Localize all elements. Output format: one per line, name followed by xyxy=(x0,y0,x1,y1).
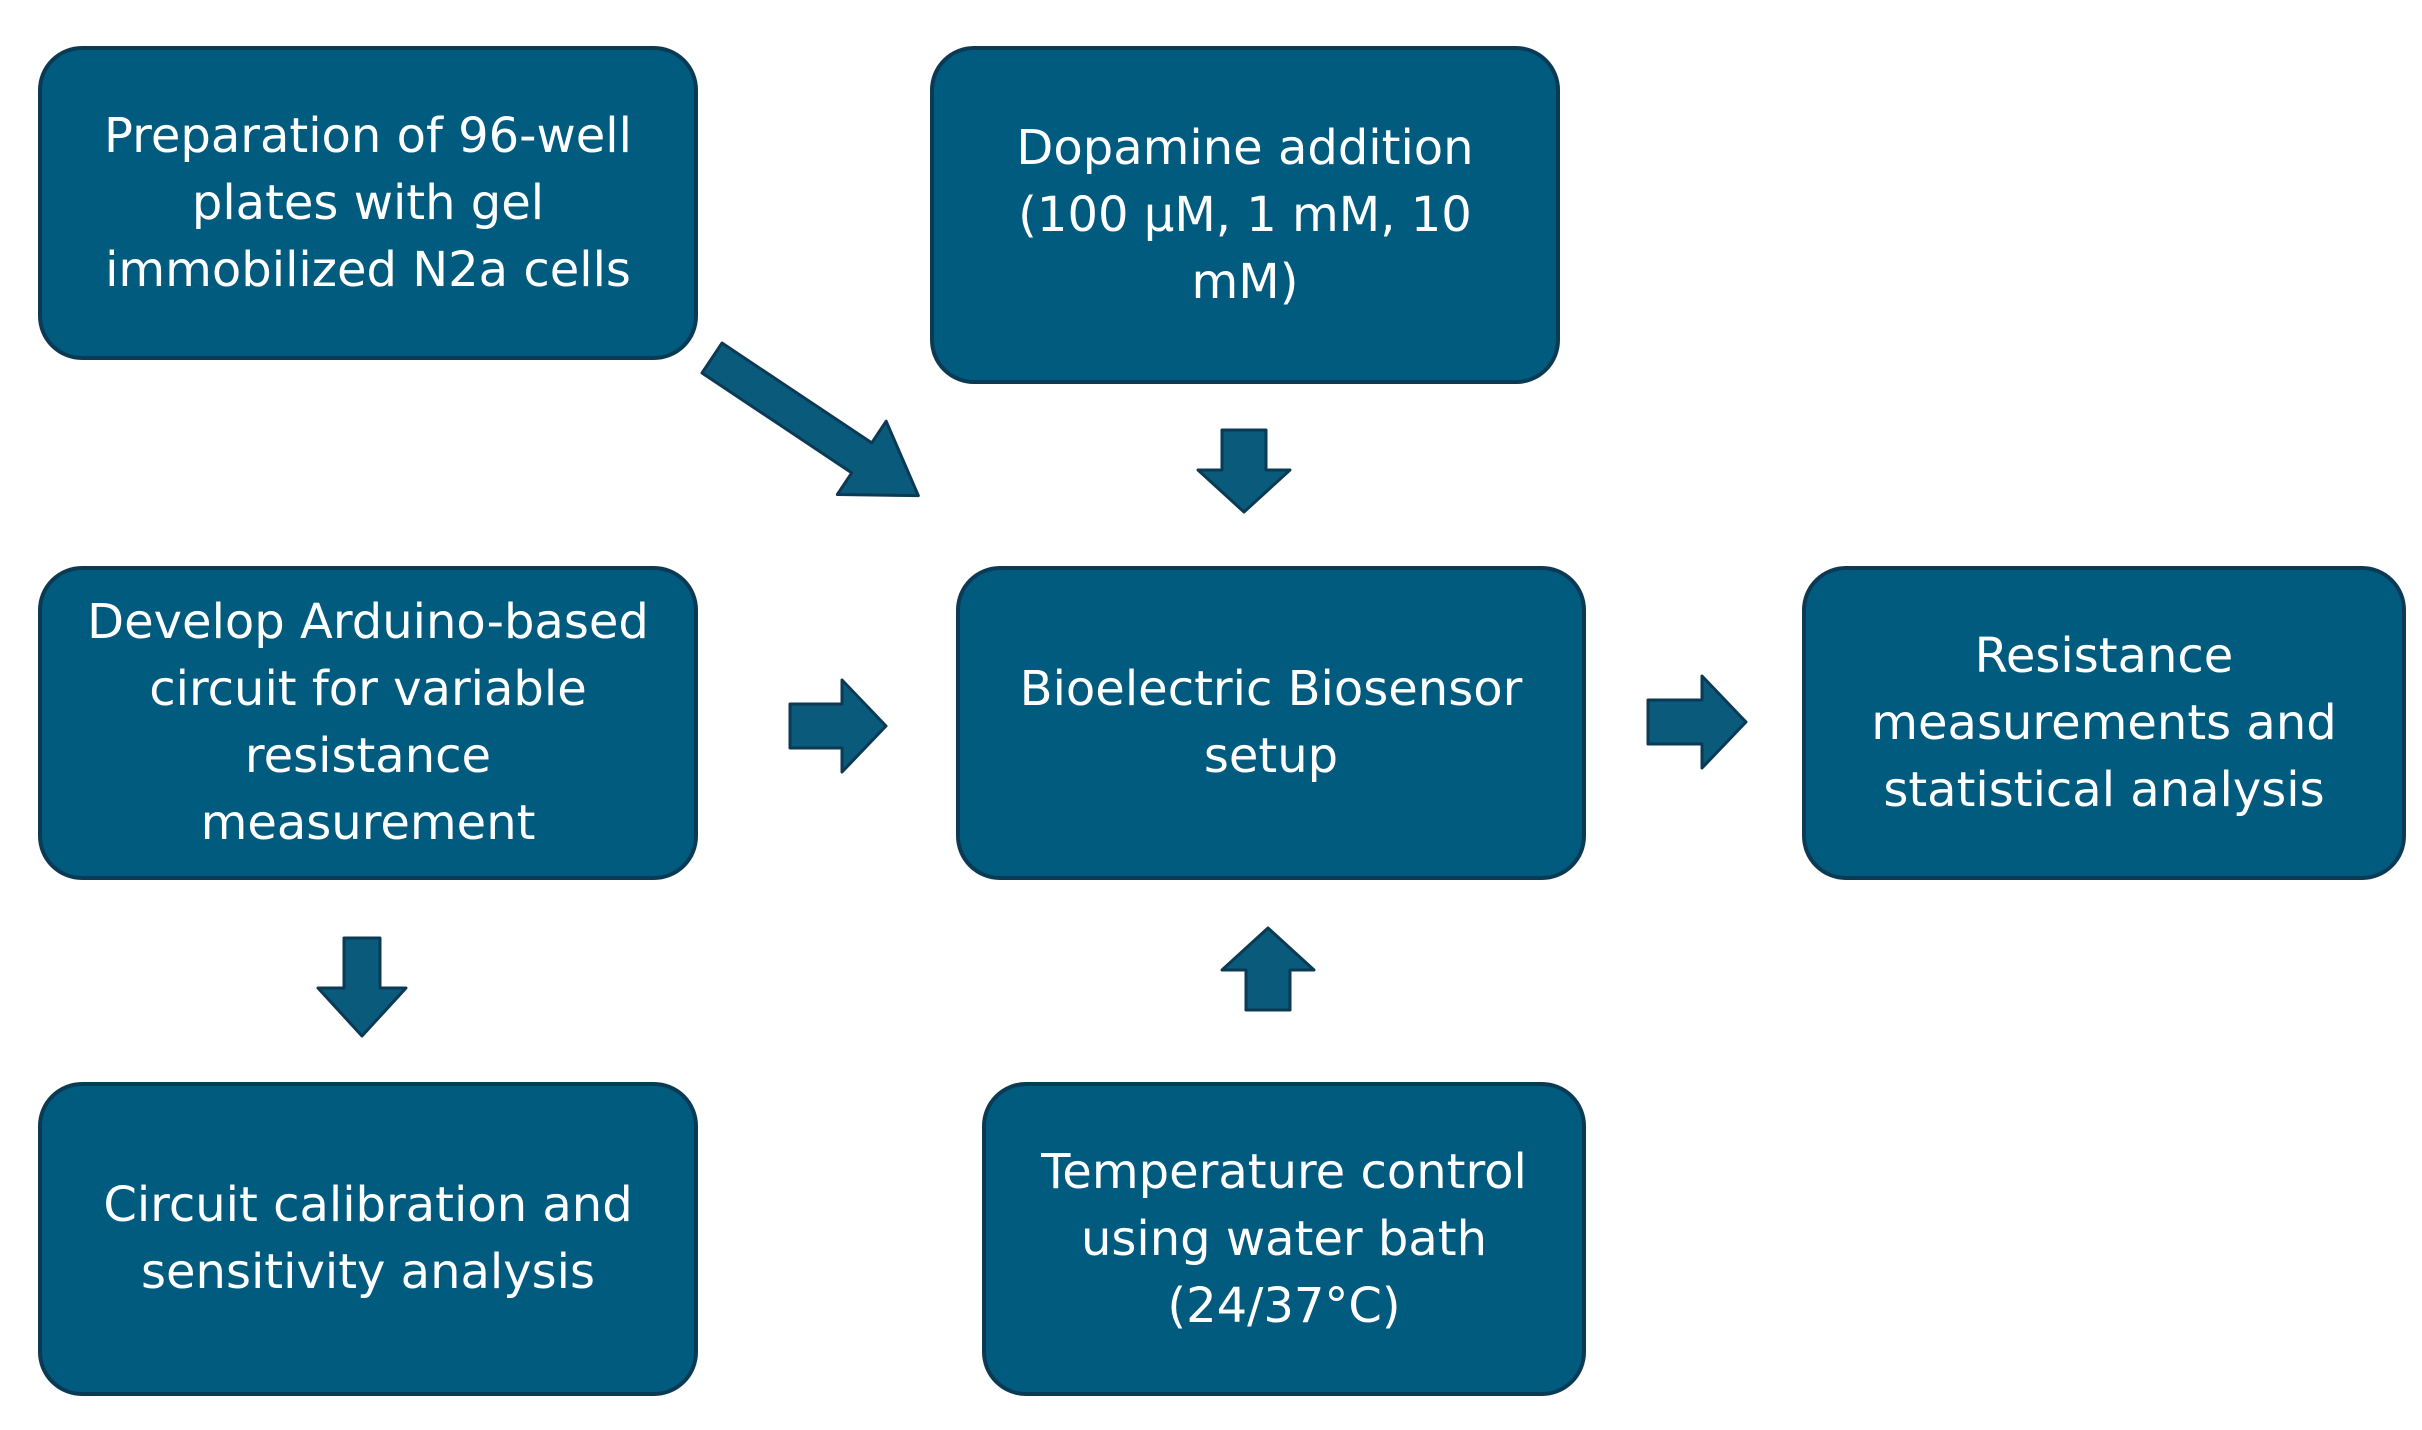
node-calibration-label: Circuit calibration and sensitivity anal… xyxy=(103,1177,633,1300)
arrow-biosensor-to-resistance-shape xyxy=(1646,674,1748,770)
node-calibration: Circuit calibration and sensitivity anal… xyxy=(38,1082,698,1396)
node-prep: Preparation of 96-well plates with gel i… xyxy=(38,46,698,360)
node-temperature: Temperature control using water bath (24… xyxy=(982,1082,1586,1396)
node-biosensor-label: Bioelectric Biosensor setup xyxy=(1019,661,1523,784)
node-arduino: Develop Arduino-based circuit for variab… xyxy=(38,566,698,880)
arrow-temperature-to-biosensor-shape xyxy=(1220,926,1316,1012)
node-arduino-label: Develop Arduino-based circuit for variab… xyxy=(87,594,649,851)
node-biosensor: Bioelectric Biosensor setup xyxy=(956,566,1586,880)
node-dopamine: Dopamine addition (100 μM, 1 mM, 10 mM) xyxy=(930,46,1560,384)
arrow-arduino-to-biosensor-shape xyxy=(788,678,888,774)
node-temperature-label: Temperature control using water bath (24… xyxy=(1041,1143,1527,1334)
node-resistance: Resistance measurements and statistical … xyxy=(1802,566,2406,880)
arrow-arduino-to-calibration-shape xyxy=(316,936,408,1038)
node-prep-label: Preparation of 96-well plates with gel i… xyxy=(104,107,632,298)
arrow-dopamine-to-biosensor-shape xyxy=(1196,428,1292,514)
arrow-prep-to-biosensor-shape xyxy=(700,341,920,498)
node-resistance-label: Resistance measurements and statistical … xyxy=(1871,627,2337,818)
node-dopamine-label: Dopamine addition (100 μM, 1 mM, 10 mM) xyxy=(1016,119,1474,310)
